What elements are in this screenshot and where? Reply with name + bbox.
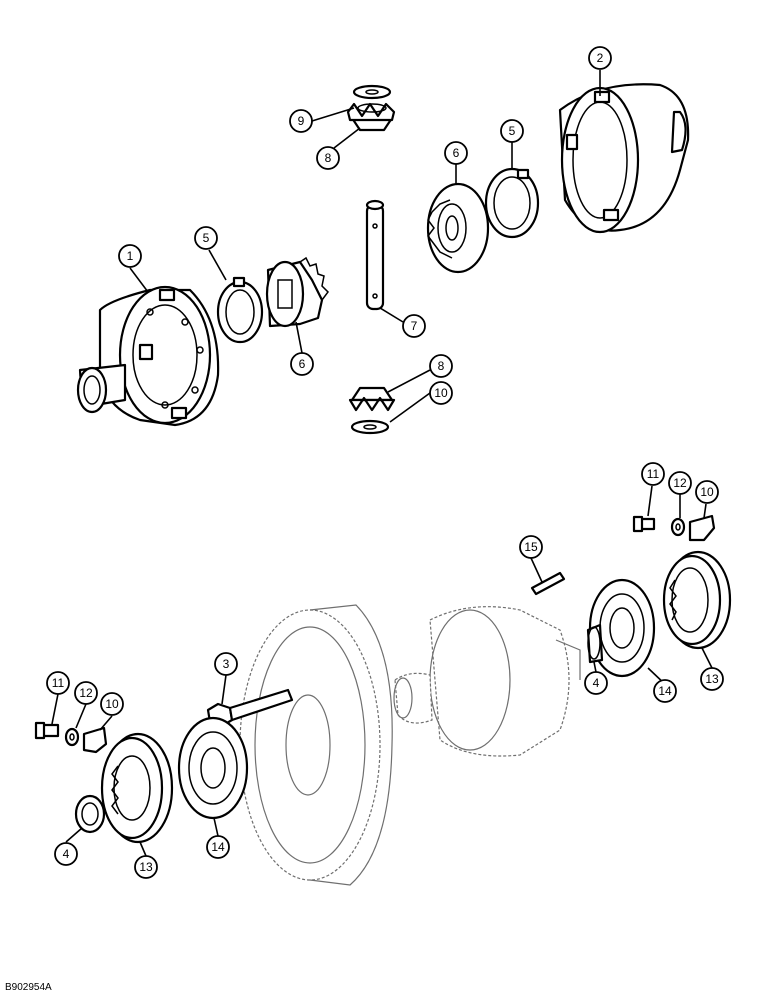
svg-text:14: 14 bbox=[658, 684, 672, 698]
dowel-pin bbox=[530, 571, 566, 596]
callout-4: 4 bbox=[584, 671, 608, 695]
svg-text:10: 10 bbox=[434, 386, 448, 400]
callout-15: 15 bbox=[519, 535, 543, 559]
thrust-washer-bottom bbox=[350, 419, 390, 435]
callout-14: 14 bbox=[206, 835, 230, 859]
side-gear-left bbox=[265, 256, 329, 328]
callout-7: 7 bbox=[402, 314, 426, 338]
thrust-washer-right bbox=[484, 167, 540, 239]
svg-text:9: 9 bbox=[298, 114, 305, 128]
svg-text:8: 8 bbox=[325, 151, 332, 165]
callout-2: 2 bbox=[588, 46, 612, 70]
bearing-cup-right bbox=[586, 623, 604, 664]
svg-text:6: 6 bbox=[299, 357, 306, 371]
callout-14: 14 bbox=[653, 679, 677, 703]
pinion-gear-bottom bbox=[348, 386, 396, 412]
callout-10: 10 bbox=[695, 480, 719, 504]
svg-text:4: 4 bbox=[63, 847, 70, 861]
svg-text:12: 12 bbox=[673, 476, 687, 490]
callout-12: 12 bbox=[74, 681, 98, 705]
cross-shaft bbox=[365, 199, 385, 311]
side-gear-right bbox=[426, 182, 490, 274]
callout-3: 3 bbox=[214, 652, 238, 676]
svg-text:10: 10 bbox=[105, 697, 119, 711]
thrust-washer-left bbox=[216, 276, 264, 344]
pinion-gear-top bbox=[346, 102, 396, 132]
cap-screw-left bbox=[34, 721, 60, 740]
callout-5: 5 bbox=[500, 119, 524, 143]
svg-text:3: 3 bbox=[223, 657, 230, 671]
svg-text:5: 5 bbox=[203, 231, 210, 245]
bearing-cup-left bbox=[74, 794, 106, 834]
svg-text:10: 10 bbox=[700, 485, 714, 499]
callout-11: 11 bbox=[46, 671, 70, 695]
svg-text:13: 13 bbox=[139, 860, 153, 874]
thrust-washer-top bbox=[352, 84, 392, 100]
svg-text:14: 14 bbox=[211, 840, 225, 854]
ring-gear-reference bbox=[239, 604, 393, 886]
svg-text:2: 2 bbox=[597, 51, 604, 65]
svg-text:13: 13 bbox=[705, 672, 719, 686]
lock-tab-right bbox=[688, 514, 716, 542]
callout-13: 13 bbox=[700, 667, 724, 691]
case-assembly-reference bbox=[393, 606, 581, 757]
leader-lines bbox=[51, 70, 713, 857]
callout-6: 6 bbox=[290, 352, 314, 376]
callout-4: 4 bbox=[54, 842, 78, 866]
callout-8: 8 bbox=[429, 354, 453, 378]
cap-screw-right bbox=[632, 515, 656, 533]
callout-1: 1 bbox=[118, 244, 142, 268]
bearing-cone-left bbox=[177, 716, 249, 820]
callout-9: 10 bbox=[429, 381, 453, 405]
svg-text:12: 12 bbox=[79, 686, 93, 700]
figure-id: B902954A bbox=[5, 982, 52, 993]
callout-13: 13 bbox=[134, 855, 158, 879]
svg-text:11: 11 bbox=[647, 467, 660, 481]
callout-5: 5 bbox=[194, 226, 218, 250]
svg-text:7: 7 bbox=[411, 319, 418, 333]
callout-10: 10 bbox=[100, 692, 124, 716]
svg-text:11: 11 bbox=[52, 676, 65, 690]
callout-9: 9 bbox=[289, 109, 313, 133]
callout-8: 8 bbox=[316, 146, 340, 170]
svg-text:6: 6 bbox=[453, 146, 460, 160]
differential-case-half bbox=[558, 83, 690, 234]
adjusting-nut-right bbox=[662, 550, 732, 650]
callout-12: 12 bbox=[668, 471, 692, 495]
lock-washer-right bbox=[670, 517, 686, 537]
lock-tab-left bbox=[82, 726, 108, 754]
lock-washer-left bbox=[64, 727, 80, 747]
svg-text:8: 8 bbox=[438, 359, 445, 373]
callout-6: 6 bbox=[444, 141, 468, 165]
differential-case bbox=[76, 285, 220, 427]
callout-11: 11 bbox=[641, 462, 665, 486]
svg-text:4: 4 bbox=[593, 676, 600, 690]
svg-text:15: 15 bbox=[524, 540, 538, 554]
svg-text:1: 1 bbox=[127, 249, 134, 263]
adjusting-nut-left bbox=[100, 732, 174, 844]
svg-text:5: 5 bbox=[509, 124, 516, 138]
